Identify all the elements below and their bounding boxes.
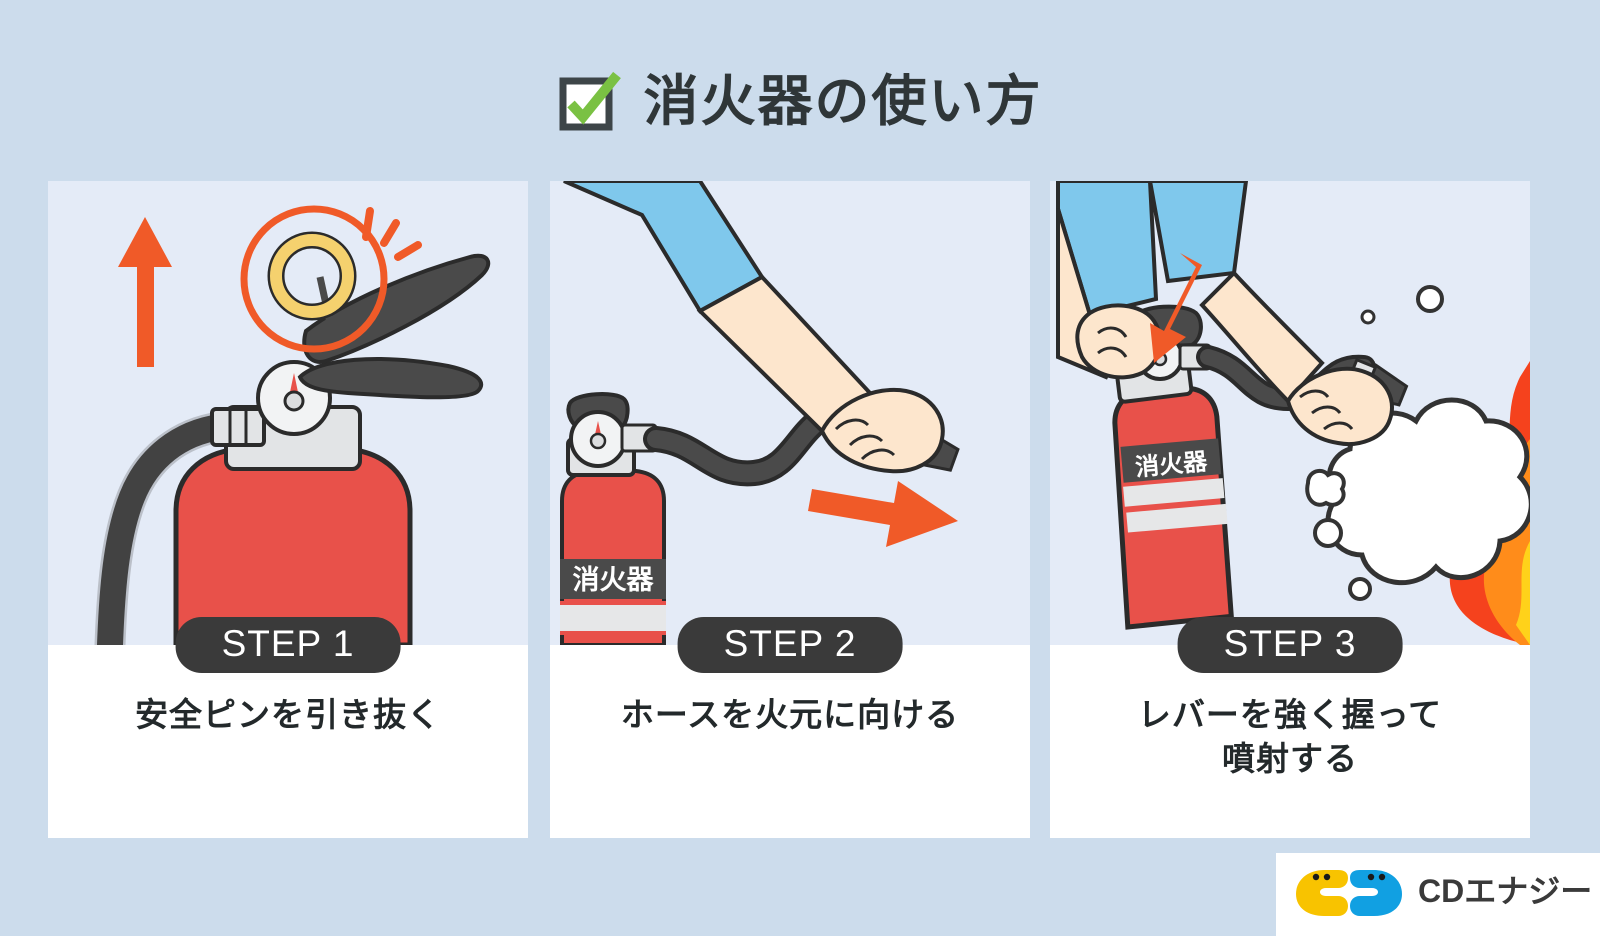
step-card-2: 消火器	[550, 181, 1030, 838]
step-1-caption: 安全ピンを引き抜く	[48, 693, 528, 737]
step-3-caption: レバーを強く握って 噴射する	[1050, 693, 1530, 781]
step-2-caption-line-1: ホースを火元に向ける	[620, 696, 960, 733]
checkbox-checked-icon	[557, 71, 622, 135]
page-title-row: 消火器の使い方	[0, 58, 1600, 144]
step-2-illustration: 消火器	[550, 181, 1030, 645]
step-1-badge: STEP 1	[175, 617, 401, 673]
brand-name: CDエナジー	[1418, 872, 1592, 917]
extinguisher-label-3: 消火器	[1134, 448, 1209, 481]
brand-logo: CDエナジー	[1276, 853, 1600, 936]
step-1-caption-line-1: 安全ピンを引き抜く	[135, 696, 441, 733]
step-3-badge: STEP 3	[1177, 617, 1403, 673]
cd-energy-mascot-logo	[1294, 866, 1404, 923]
extinguisher-label-2: 消火器	[573, 565, 655, 595]
step-2-badge: STEP 2	[677, 617, 903, 673]
step-3-caption-line-1: レバーを強く握って	[1137, 696, 1443, 733]
step-3-illustration: 消火器	[1050, 181, 1530, 645]
step-3-caption-line-2: 噴射する	[1222, 739, 1358, 777]
step-card-1: STEP 1 安全ピンを引き抜く	[48, 181, 528, 838]
svg-text:CDエナジー: CDエナジー	[1418, 873, 1590, 909]
up-arrow	[118, 217, 172, 367]
step-1-illustration	[48, 181, 528, 645]
step-card-3: 消火器	[1050, 181, 1530, 838]
step-2-caption: ホースを火元に向ける	[550, 693, 1030, 737]
right-arrow	[808, 481, 958, 547]
page-title: 消火器の使い方	[643, 69, 1043, 132]
down-arrow	[1150, 253, 1202, 363]
